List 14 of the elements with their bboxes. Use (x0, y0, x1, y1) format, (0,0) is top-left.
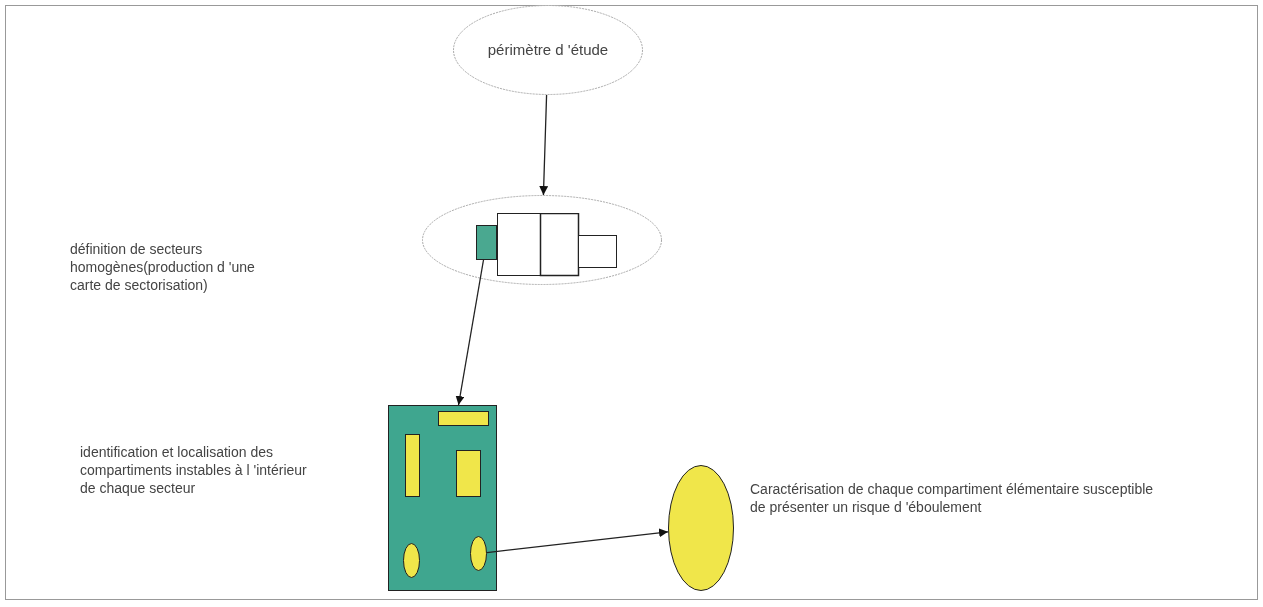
ellipse-node (422, 195, 662, 285)
arrow (539, 94, 549, 196)
compartment-oval (470, 536, 487, 571)
step-description: identification et localisation des compartiments instables à l 'intérieur de chaque secteur (80, 443, 308, 497)
step-description: Caractérisation de chaque compartiment élémentaire susceptible de présenter un risque d 'éboulement (750, 480, 1155, 516)
sector-map-panel (388, 405, 497, 591)
sector-box (476, 225, 497, 260)
arrow (486, 528, 669, 554)
compartment-ellipse (668, 465, 734, 591)
step-description: définition de secteurs homogènes(production d 'une carte de sectorisation) (70, 240, 256, 294)
compartment-oval (403, 543, 420, 578)
arrow (455, 259, 485, 406)
node-label: périmètre d 'étude (486, 41, 610, 59)
ellipse-node (453, 5, 643, 95)
